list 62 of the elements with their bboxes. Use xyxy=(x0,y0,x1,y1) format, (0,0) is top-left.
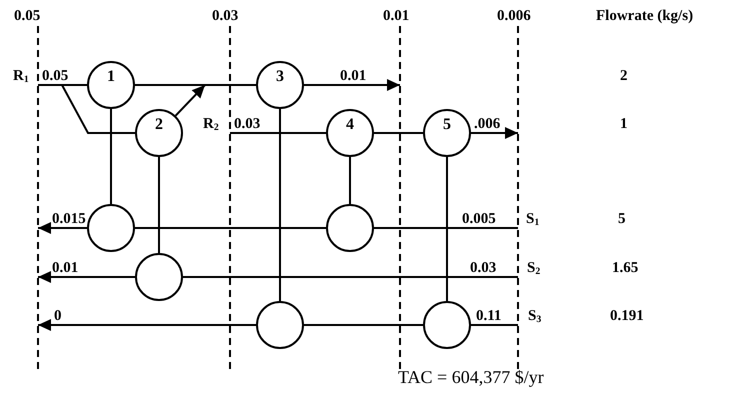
stream-composition: 0 xyxy=(38,306,78,325)
stream-composition: 0.01 xyxy=(338,66,400,85)
exchanger-circle xyxy=(87,204,135,252)
exchanger-circle xyxy=(326,204,374,252)
exchanger-number: 3 xyxy=(276,68,284,86)
stream-composition: 0.11 xyxy=(474,306,518,325)
cost-note: TAC = 604,377 $/yr xyxy=(398,368,544,388)
stream-line xyxy=(230,132,326,134)
stream-composition: 0.015 xyxy=(38,209,100,228)
stream-value: 0.01 xyxy=(383,8,410,24)
stream-value: R$_{1}$ xyxy=(13,68,29,86)
exchanger-circle xyxy=(135,253,183,301)
arrow xyxy=(38,222,87,234)
exchanger-number: 5 xyxy=(443,116,451,134)
arrow xyxy=(174,84,206,116)
stream-value: 0.05 xyxy=(14,8,40,24)
stream-line xyxy=(471,324,518,326)
stream-line xyxy=(135,84,256,86)
stream-line xyxy=(110,109,112,204)
arrow xyxy=(304,79,400,91)
exchanger-number: 2 xyxy=(155,116,163,134)
stream-line xyxy=(374,227,518,229)
stream-value: Flowrate (kg/s) xyxy=(596,8,694,24)
stream-composition: 0.005 xyxy=(460,209,518,228)
arrow xyxy=(38,319,256,331)
exchanger-circle xyxy=(256,301,304,349)
arrow xyxy=(471,127,518,139)
exchanger-number: 4 xyxy=(346,116,354,134)
stream-value: S$_{2}$ xyxy=(527,260,540,278)
stream-value: 0.006 xyxy=(497,8,531,24)
stream-line xyxy=(279,109,281,301)
stream-line xyxy=(38,84,87,86)
stream-line xyxy=(135,227,326,229)
stream-composition: 0.03 xyxy=(230,114,272,133)
stream-value: S$_{1}$ xyxy=(526,211,540,229)
exchanger-circle xyxy=(326,109,374,157)
exchanger-circle xyxy=(423,109,471,157)
stream-line xyxy=(304,324,423,326)
stream-line xyxy=(446,157,448,301)
stream-value: 0.03 xyxy=(212,8,238,24)
stream-value: R$_{2}$ xyxy=(203,116,219,134)
arrow xyxy=(38,271,135,283)
stream-line xyxy=(61,84,135,134)
stream-line xyxy=(349,157,351,204)
stream-composition: 0.05 xyxy=(38,66,82,85)
stream-value: S$_{3}$ xyxy=(528,308,542,326)
stream-composition: 0.03 xyxy=(466,258,518,277)
exchanger-circle xyxy=(87,61,135,109)
stream-value: 1 xyxy=(620,116,628,132)
stream-value: 5 xyxy=(618,211,626,228)
stream-composition: .006 xyxy=(474,114,518,133)
exchanger-number: 1 xyxy=(107,68,115,86)
stream-value: 2 xyxy=(620,68,628,84)
exchanger-circle xyxy=(423,301,471,349)
exchanger-circle xyxy=(135,109,183,157)
stream-line xyxy=(374,132,423,134)
stream-line xyxy=(183,276,518,278)
stream-line xyxy=(158,157,160,253)
stream-value: 0.191 xyxy=(610,308,644,324)
exchanger-circle xyxy=(256,61,304,109)
stream-composition: 0.01 xyxy=(38,258,94,277)
stream-value: 1.65 xyxy=(612,260,638,276)
